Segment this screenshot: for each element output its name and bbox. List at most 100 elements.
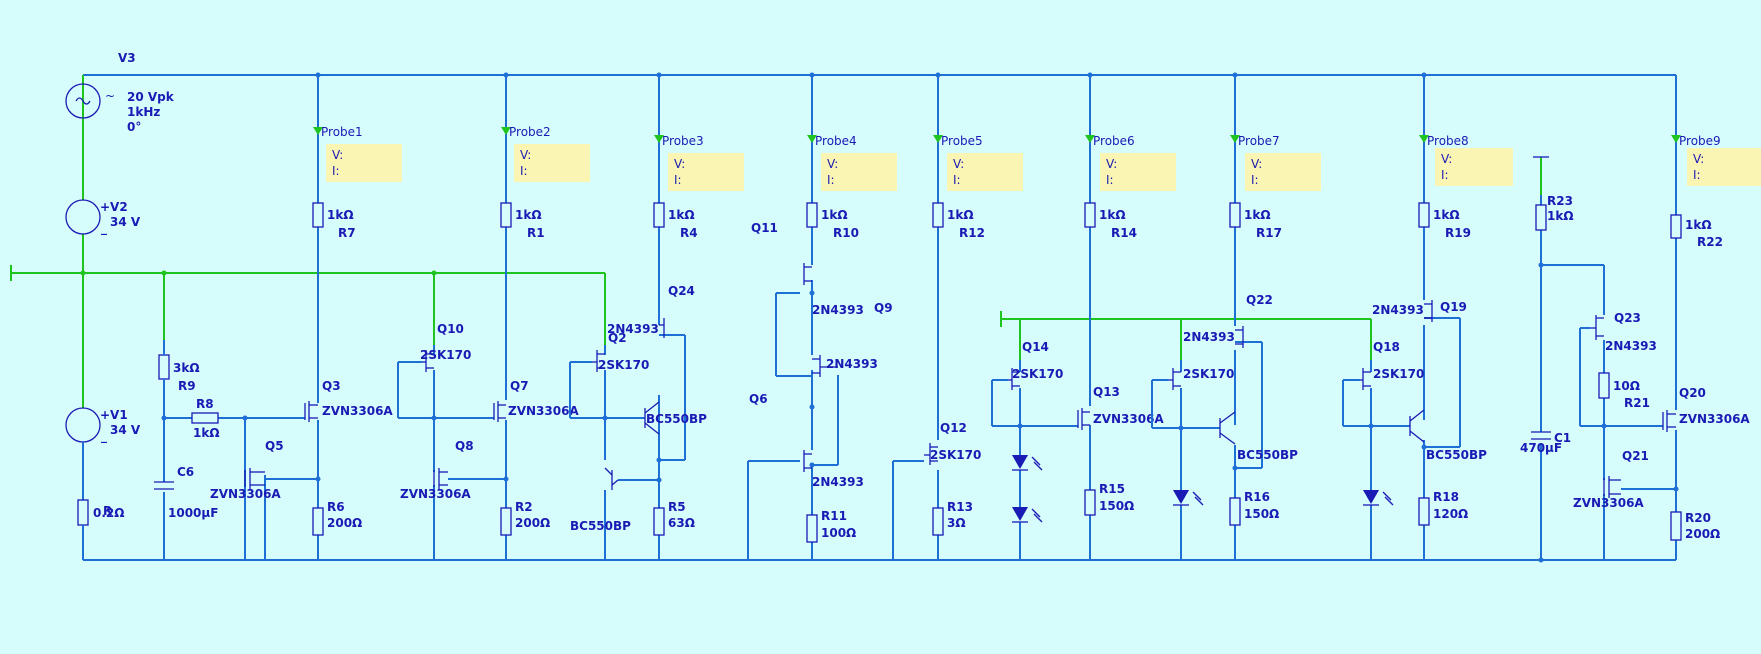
resistor-r14[interactable]: 1kΩ R14 — [1084, 202, 1137, 240]
jfet-q12[interactable]: Q12 2SK170 — [924, 421, 981, 465]
resistor-r20[interactable]: R20 200Ω — [1670, 511, 1720, 541]
bjt-q2-lower[interactable]: BC550BP — [570, 467, 631, 533]
mosfet-q8[interactable]: Q8 ZVN3306A — [400, 439, 474, 501]
stage-1 — [161, 72, 321, 560]
source-v3[interactable]: V3 20 Vpk 1kHz 0° ~ — [65, 51, 175, 134]
svg-text:200Ω: 200Ω — [327, 516, 362, 530]
svg-text:R20: R20 — [1685, 511, 1711, 525]
jfet-q22[interactable]: Q22 2N4393 — [1183, 293, 1273, 348]
svg-text:~: ~ — [105, 89, 115, 103]
resistor-r11[interactable]: R11 100Ω — [806, 509, 856, 543]
resistor-r5[interactable]: R5 63Ω — [653, 500, 695, 536]
svg-text:1000µF: 1000µF — [168, 506, 218, 520]
svg-text:2N4393: 2N4393 — [1372, 303, 1424, 317]
resistor-r7[interactable]: 1kΩ R7 — [312, 202, 356, 240]
jfet-q18[interactable]: Q18 2SK170 — [1360, 340, 1424, 390]
probe-3[interactable]: Probe3 V: I: — [654, 134, 744, 191]
svg-text:I:: I: — [674, 173, 682, 187]
bjt-q24b[interactable]: BC550BP — [644, 401, 707, 435]
jfet-q2[interactable]: 2N4393 Q2 2SK170 — [592, 322, 659, 372]
svg-text:Q13: Q13 — [1093, 385, 1120, 399]
svg-text:Probe8: Probe8 — [1427, 134, 1469, 148]
resistor-r21[interactable]: 10Ω R21 — [1598, 372, 1650, 410]
resistor-r22[interactable]: 1kΩ R22 — [1670, 214, 1723, 249]
source-v2[interactable]: +V2 34 V _ — [65, 199, 141, 236]
led-q14-2[interactable] — [1012, 507, 1043, 523]
mosfet-q13[interactable]: Q13 ZVN3306A — [1077, 385, 1164, 430]
jfet-q11[interactable]: Q11 2N4393 — [751, 221, 864, 317]
svg-text:BC550BP: BC550BP — [1237, 448, 1298, 462]
led-q18[interactable] — [1363, 490, 1394, 506]
led-q14-1[interactable] — [1012, 455, 1043, 471]
svg-text:R4: R4 — [680, 226, 698, 240]
v1-name: +V1 — [100, 408, 128, 422]
jfet-q10[interactable]: Q10 2SK170 — [420, 322, 471, 372]
jfet-q19[interactable]: Q19 2N4393 — [1372, 300, 1467, 322]
probe-7[interactable]: Probe7 V: I: — [1230, 134, 1321, 191]
resistor-r23[interactable]: R23 1kΩ — [1535, 194, 1574, 231]
resistor-r4[interactable]: 1kΩ R4 — [653, 202, 698, 240]
resistor-r2[interactable]: R2 200Ω — [500, 500, 550, 536]
mosfet-q5[interactable]: Q5 ZVN3306A — [210, 439, 284, 501]
svg-text:Q18: Q18 — [1373, 340, 1400, 354]
resistor-r19[interactable]: 1kΩ R19 — [1418, 202, 1471, 240]
probe-1[interactable]: Probe1 V: I: — [313, 125, 402, 182]
bjt-q22[interactable]: BC550BP — [1219, 411, 1298, 462]
bjt-q24[interactable]: Q24 — [659, 284, 695, 338]
source-v1[interactable]: +V1 34 V _ — [65, 407, 141, 444]
resistor-r16[interactable]: R16 150Ω — [1229, 490, 1279, 526]
svg-text:V:: V: — [1251, 157, 1262, 171]
resistor-r8[interactable]: R8 1kΩ — [191, 397, 220, 440]
bjt-q19[interactable]: BC550BP — [1409, 409, 1487, 462]
resistor-r17[interactable]: 1kΩ R17 — [1229, 202, 1282, 240]
svg-text:150Ω: 150Ω — [1099, 499, 1134, 513]
probe-6[interactable]: Probe6 V: I: — [1085, 134, 1176, 191]
probe-9[interactable]: Probe9 V: I: — [1671, 134, 1761, 186]
jfet-q22b[interactable]: 2SK170 — [1168, 367, 1234, 390]
mosfet-q7[interactable]: Q7 ZVN3306A — [493, 379, 579, 422]
resistor-r18[interactable]: R18 120Ω — [1418, 490, 1468, 526]
resistor-r6[interactable]: R6 200Ω — [312, 500, 362, 536]
svg-text:R11: R11 — [821, 509, 847, 523]
svg-text:I:: I: — [1693, 168, 1701, 182]
resistor-r15[interactable]: R15 150Ω — [1084, 482, 1134, 516]
resistor-source[interactable]: 0.2Ω R — [77, 442, 124, 560]
svg-text:R19: R19 — [1445, 226, 1471, 240]
svg-text:I:: I: — [1441, 168, 1449, 182]
probe-2[interactable]: Probe2 V: I: — [501, 125, 590, 182]
jfet-q23[interactable]: Q23 2N4393 — [1590, 311, 1657, 353]
mosfet-q21[interactable]: Q21 ZVN3306A — [1573, 449, 1649, 510]
mosfet-q3[interactable]: Q3 ZVN3306A — [304, 379, 393, 422]
svg-text:1kΩ: 1kΩ — [1685, 218, 1712, 232]
svg-text:150Ω: 150Ω — [1244, 507, 1279, 521]
mosfet-q20[interactable]: Q20 ZVN3306A — [1662, 386, 1750, 432]
svg-text:R1: R1 — [527, 226, 545, 240]
capacitor-c1[interactable]: C1 470µF — [1520, 431, 1571, 455]
jfet-q9[interactable]: Q9 2N4393 — [812, 301, 893, 377]
svg-text:ZVN3306A: ZVN3306A — [508, 404, 579, 418]
svg-text:R7: R7 — [338, 226, 356, 240]
jfet-q6[interactable]: Q6 2N4393 — [749, 392, 864, 489]
resistor-r1[interactable]: 1kΩ R1 — [500, 202, 545, 240]
probe-5[interactable]: Probe5 V: I: — [933, 134, 1023, 191]
svg-text:R9: R9 — [178, 379, 196, 393]
capacitor-c6[interactable]: C6 1000µF — [154, 465, 218, 520]
svg-text:1kΩ: 1kΩ — [947, 208, 974, 222]
svg-text:Q3: Q3 — [322, 379, 341, 393]
svg-text:R18: R18 — [1433, 490, 1459, 504]
probe-8[interactable]: Probe8 V: I: — [1419, 134, 1513, 186]
led-q22[interactable] — [1173, 490, 1204, 506]
resistor-r12[interactable]: 1kΩ R12 — [932, 202, 985, 240]
ground-bus-2 — [1000, 156, 1549, 360]
resistor-r13[interactable]: R13 3Ω — [932, 500, 973, 536]
svg-text:ZVN3306A: ZVN3306A — [400, 487, 471, 501]
resistor-r9[interactable]: 3kΩ R9 — [158, 340, 200, 393]
jfet-q14[interactable]: Q14 2SK170 — [1008, 340, 1063, 390]
svg-text:3kΩ: 3kΩ — [173, 361, 200, 375]
resistor-r10[interactable]: 1kΩ R10 — [806, 202, 859, 240]
probe-4[interactable]: Probe4 V: I: — [807, 134, 897, 191]
svg-text:R15: R15 — [1099, 482, 1125, 496]
svg-text:Q8: Q8 — [455, 439, 474, 453]
